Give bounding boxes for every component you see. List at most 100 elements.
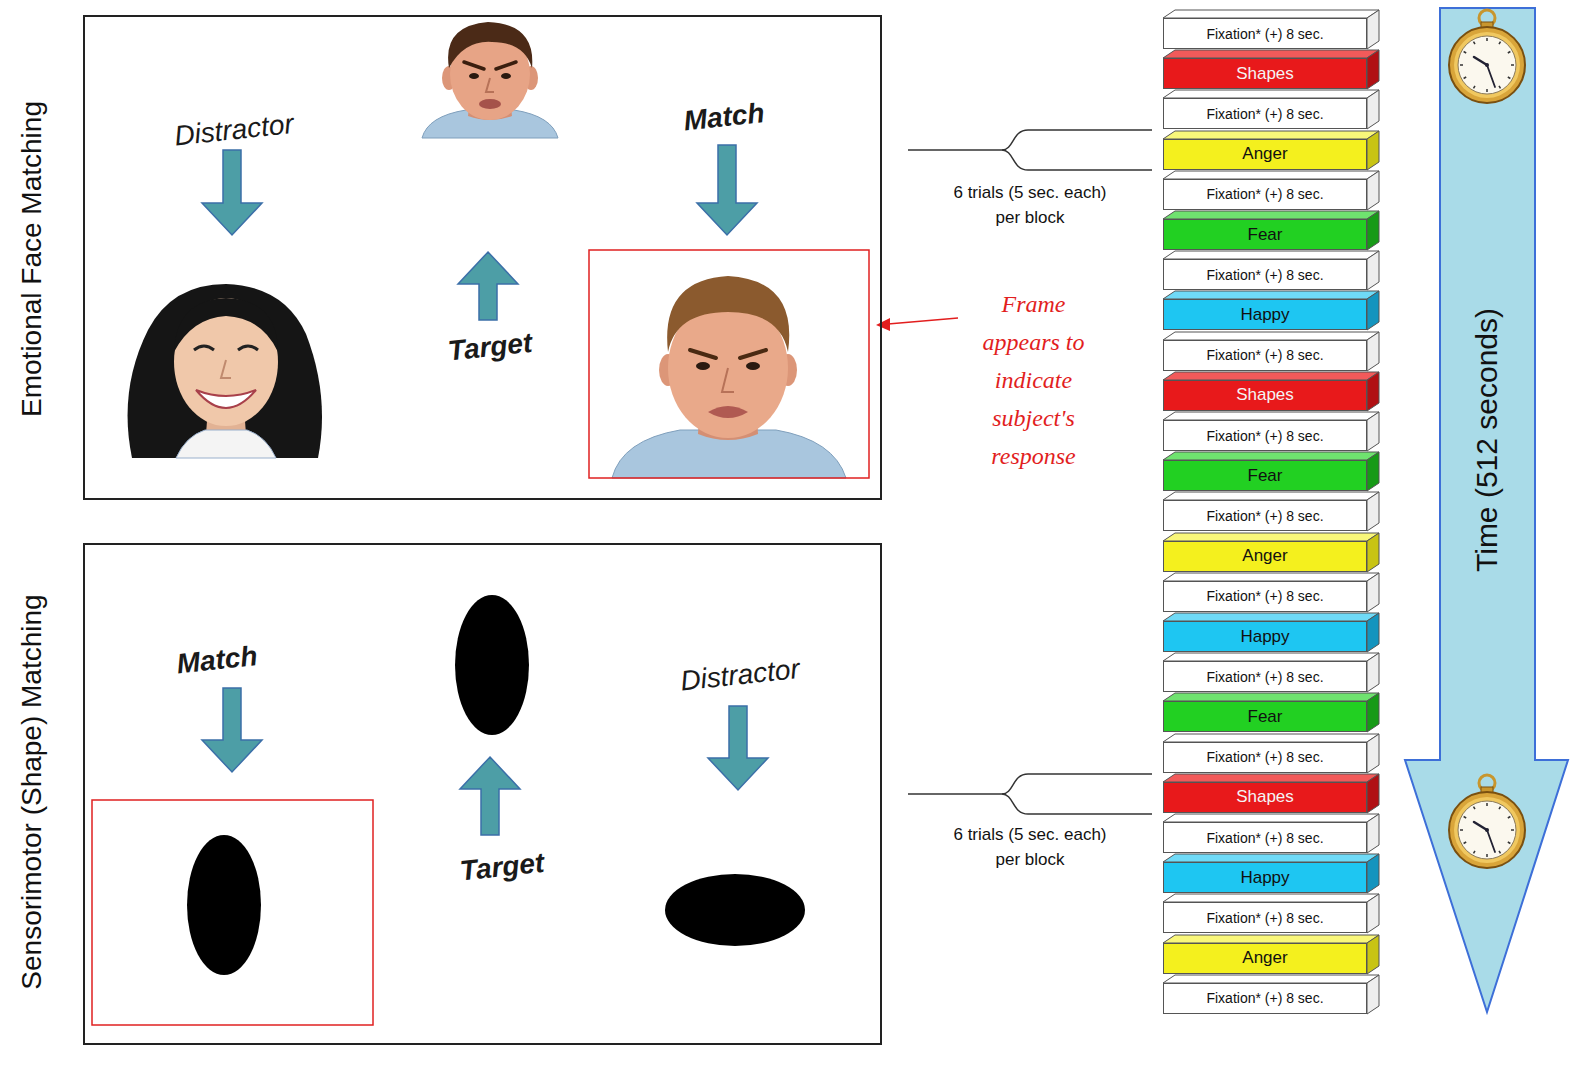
drawn-polygon <box>1163 412 1379 420</box>
timeline-block: Happy <box>1163 299 1367 330</box>
timeline-block: Fixation* (+) 8 sec. <box>1163 179 1367 210</box>
block-note: 6 trials (5 sec. each) per block <box>940 180 1120 230</box>
drawn-polygon <box>1367 291 1379 330</box>
drawn-circle <box>1485 828 1489 832</box>
role-label: Match <box>682 96 766 138</box>
drawn-path <box>708 706 768 790</box>
drawn-circle <box>1449 27 1525 103</box>
drawn-line <box>1474 42 1476 45</box>
block-label: Fixation* (+) 8 sec. <box>1206 669 1323 685</box>
timeline-block: Fixation* (+) 8 sec. <box>1163 420 1367 451</box>
drawn-polygon <box>1163 251 1379 259</box>
drawn-line <box>1474 86 1476 89</box>
block-label: Happy <box>1240 305 1289 325</box>
drawn-line <box>1499 42 1501 45</box>
drawn-line <box>1464 77 1467 79</box>
block-label: Anger <box>1242 144 1287 164</box>
drawn-polygon <box>1163 693 1379 701</box>
timeline-block: Fixation* (+) 8 sec. <box>1163 661 1367 692</box>
block-label: Happy <box>1240 627 1289 647</box>
timeline-block: Fixation* (+) 8 sec. <box>1163 500 1367 531</box>
drawn-polygon <box>1367 492 1379 531</box>
shape-ellipses <box>187 595 805 975</box>
drawn-polygon <box>1163 492 1379 500</box>
angry-face-photo <box>612 276 846 478</box>
drawn-g <box>1449 775 1525 868</box>
drawn-polygon <box>1367 452 1379 491</box>
block-label: Fixation* (+) 8 sec. <box>1206 990 1323 1006</box>
drawn-path <box>908 793 1002 795</box>
drawn-ellipse <box>479 99 501 109</box>
block-label: Fixation* (+) 8 sec. <box>1206 910 1323 926</box>
drawn-polygon <box>1163 10 1379 18</box>
drawn-line <box>1460 829 1463 831</box>
drawn-line <box>1464 842 1467 844</box>
happy-face-photo <box>128 284 322 458</box>
drawn-polygon <box>1367 332 1379 371</box>
drawn-circle <box>1485 63 1489 67</box>
drawn-path <box>176 430 276 458</box>
block-brackets <box>908 130 1152 814</box>
timeline-block: Fear <box>1163 701 1367 732</box>
drawn-polygon <box>1163 90 1379 98</box>
drawn-polygon <box>1163 653 1379 661</box>
role-label: Target <box>458 846 546 888</box>
drawn-polygon <box>1163 533 1379 541</box>
teal-arrows <box>202 145 768 835</box>
angry-face-photo <box>422 22 558 138</box>
panel-heading: Sensorimotor (Shape) Matching <box>15 594 49 989</box>
drawn-path <box>496 62 516 69</box>
timeline-block: Fixation* (+) 8 sec. <box>1163 18 1367 49</box>
time-arrow: Time (512 seconds) <box>1403 5 1571 1017</box>
block-label: Fixation* (+) 8 sec. <box>1206 26 1323 42</box>
drawn-path <box>486 78 494 92</box>
drawn-polygon <box>1367 412 1379 451</box>
drawn-line <box>1511 829 1514 831</box>
drawn-polygon <box>1367 693 1379 732</box>
drawn-circle <box>1449 792 1525 868</box>
drawn-polygon <box>1163 734 1379 742</box>
drawn-line <box>1474 851 1476 854</box>
timeline-block: Shapes <box>1163 58 1367 89</box>
drawn-line <box>1508 817 1511 819</box>
drawn-polygon <box>1163 814 1379 822</box>
drawn-polygon <box>1367 533 1379 572</box>
drawn-line <box>1499 807 1501 810</box>
drawn-ellipse <box>501 73 511 79</box>
drawn-polygon <box>1367 251 1379 290</box>
drawn-line <box>1508 842 1511 844</box>
task-panel: Emotional Face MatchingDistractorMatchTa… <box>83 15 882 500</box>
drawn-polygon <box>1367 854 1379 893</box>
block-label: Fixation* (+) 8 sec. <box>1206 186 1323 202</box>
drawn-polygon <box>1163 894 1379 902</box>
block-label: Anger <box>1242 948 1287 968</box>
drawn-path <box>448 22 532 68</box>
drawn-line <box>1508 52 1511 54</box>
drawn-polygon <box>1367 131 1379 170</box>
drawn-line <box>1464 817 1467 819</box>
timeline-block: Fixation* (+) 8 sec. <box>1163 902 1367 933</box>
panel-heading: Emotional Face Matching <box>15 101 49 417</box>
drawn-polygon <box>1163 935 1379 943</box>
drawn-polygon <box>1367 50 1379 89</box>
drawn-path <box>1002 794 1152 814</box>
drawn-path <box>908 149 1002 151</box>
drawn-polygon <box>1367 573 1379 612</box>
timeline-block: Fixation* (+) 8 sec. <box>1163 822 1367 853</box>
block-label: Shapes <box>1236 787 1294 807</box>
block-label: Fixation* (+) 8 sec. <box>1206 106 1323 122</box>
block-label: Fixation* (+) 8 sec. <box>1206 347 1323 363</box>
drawn-line <box>1487 830 1495 852</box>
drawn-polygon <box>1163 975 1379 983</box>
timeline-block: Fixation* (+) 8 sec. <box>1163 98 1367 129</box>
drawn-ellipse <box>696 362 710 370</box>
drawn-line <box>1486 854 1488 857</box>
drawn-ellipse <box>174 298 278 426</box>
leader-arrow <box>876 318 958 331</box>
drawn-polygon <box>1367 975 1379 1014</box>
drawn-path <box>722 368 734 392</box>
drawn-polygon <box>1367 10 1379 49</box>
drawn-polygon <box>1367 774 1379 813</box>
drawn-path <box>740 350 766 358</box>
drawn-line <box>1487 65 1495 87</box>
